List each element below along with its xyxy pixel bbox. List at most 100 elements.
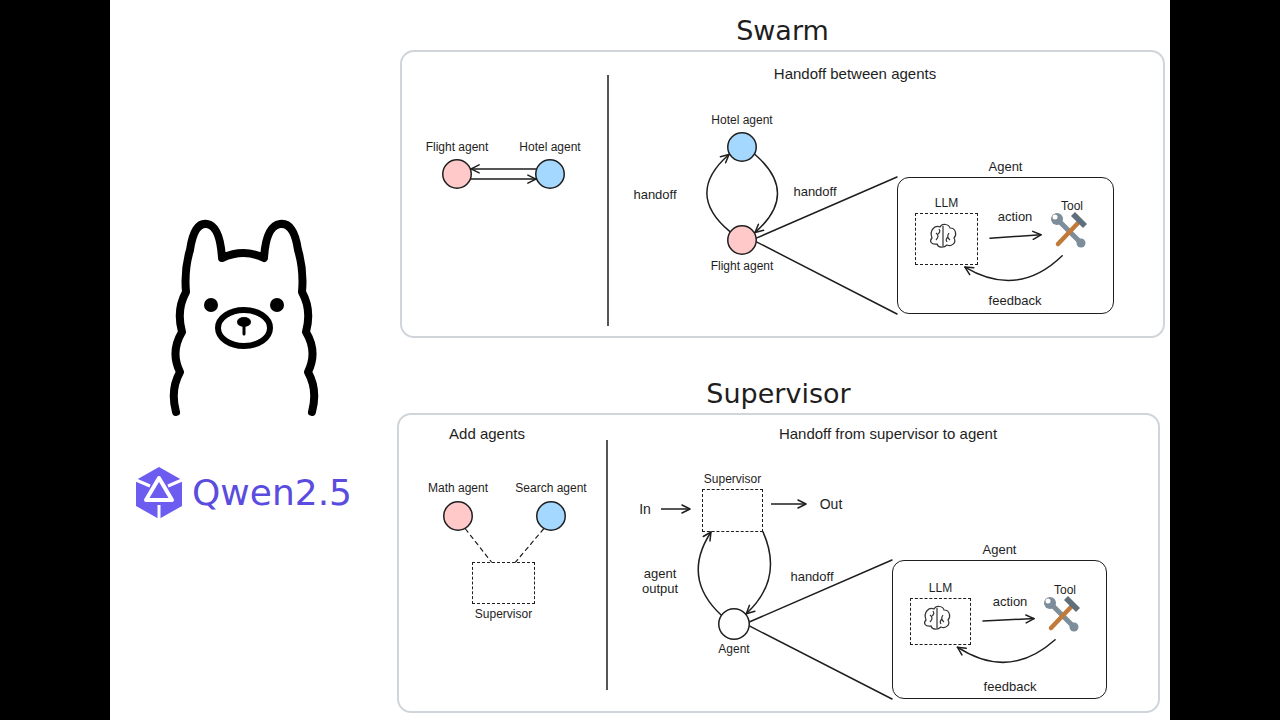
llama-logo <box>174 224 315 412</box>
circle-outline <box>728 133 757 162</box>
edge-label: handoff <box>633 188 676 203</box>
llama-snout <box>218 310 270 346</box>
node-label: LLM <box>929 582 952 596</box>
agent-circle: Hotel agent <box>535 159 565 189</box>
llm-box: Supervisor <box>702 489 763 532</box>
circle-outline <box>536 160 565 189</box>
label-group: Hotel agent <box>519 141 580 155</box>
node-label: Hotel agent <box>711 114 772 128</box>
edge-label: agent output <box>633 567 687 597</box>
hammer-handle <box>1058 223 1078 244</box>
qwen-mark <box>146 478 172 500</box>
label-group: Agent <box>989 160 1023 175</box>
agent-circle: Hotel agent <box>727 132 757 162</box>
node-label: Agent <box>983 543 1017 558</box>
connector <box>990 235 1041 238</box>
circle-shape <box>727 132 757 162</box>
connector <box>471 178 536 180</box>
label-group: Tool <box>1054 584 1076 598</box>
panel-title: Swarm <box>736 15 829 46</box>
output-arrow <box>771 503 806 505</box>
node-label: Tool <box>1061 200 1083 214</box>
section-label: In <box>639 501 651 517</box>
label-group: Swarm <box>736 15 829 46</box>
connector <box>757 242 897 314</box>
wrench-handle <box>1052 605 1073 626</box>
circle-shape <box>718 608 750 640</box>
connector <box>698 532 721 615</box>
divider-line <box>606 440 608 690</box>
section-label: Handoff between agents <box>774 65 936 82</box>
node-label: Supervisor <box>475 608 532 622</box>
circle-shape <box>536 501 566 531</box>
wrench-end <box>1070 623 1079 632</box>
dashed-connector <box>466 529 492 562</box>
wrench-jaw <box>1046 599 1051 604</box>
brain-outline <box>925 606 950 629</box>
label-group: Hotel agent <box>711 114 772 128</box>
node-label: Supervisor <box>704 473 761 487</box>
connector <box>746 532 770 614</box>
llama-nose <box>237 317 251 327</box>
qwen-hexagon <box>136 467 182 519</box>
circle-shape <box>535 159 565 189</box>
llama-outline <box>174 224 315 412</box>
circle-shape <box>727 225 757 255</box>
circle-outline <box>728 226 757 255</box>
tool-node: Tool <box>1053 215 1091 253</box>
llm-box: LLM <box>915 213 978 265</box>
connector <box>965 256 1062 281</box>
llama-eye <box>204 298 218 312</box>
label-group: LLM <box>929 582 952 596</box>
label-group: Math agent <box>428 482 488 496</box>
llama-mouth <box>243 326 246 334</box>
label-group: Tool <box>1061 200 1083 214</box>
edge-label: feedback <box>984 680 1037 695</box>
connector <box>750 560 892 622</box>
side-bar <box>1170 0 1280 720</box>
node-label: Flight agent <box>426 141 489 155</box>
edge-label: feedback <box>989 294 1042 309</box>
node-label: Tool <box>1054 584 1076 598</box>
circle-outline <box>719 609 750 640</box>
label-group: Supervisor <box>475 608 532 622</box>
wrench-head <box>1044 597 1056 609</box>
brain-folds <box>936 226 950 246</box>
tool-node: Tool <box>1046 599 1084 637</box>
node-label: Hotel agent <box>519 141 580 155</box>
agent-box: AgentLLMTool <box>897 177 1114 314</box>
circle-shape <box>442 159 472 189</box>
label-group: Agent <box>718 643 749 657</box>
section-label: Out <box>820 496 843 512</box>
llm-box: LLM <box>910 598 971 645</box>
connector <box>957 640 1055 663</box>
label-group: Supervisor <box>704 473 761 487</box>
connector <box>707 155 730 232</box>
edge-label: action <box>993 595 1028 610</box>
panel-title: Supervisor <box>706 378 850 409</box>
wrench-end <box>1077 239 1086 248</box>
node-label: Search agent <box>515 482 586 496</box>
llm-box: Supervisor <box>472 562 535 604</box>
connector <box>755 155 778 233</box>
edge-label: handoff <box>790 570 833 585</box>
hammer-head <box>1071 212 1087 228</box>
agent-circle: Agent <box>718 608 750 640</box>
divider-line <box>607 75 609 326</box>
connector <box>983 619 1034 621</box>
circle-shape <box>443 501 473 531</box>
agent-circle: Math agent <box>443 501 473 531</box>
node-label: Agent <box>718 643 749 657</box>
section-label: Add agents <box>449 425 525 442</box>
node-label: Agent <box>989 160 1023 175</box>
tool-icon <box>1044 596 1080 632</box>
section-label: Handoff from supervisor to agent <box>779 425 997 442</box>
llama-eye <box>270 298 284 312</box>
wrench-head <box>1051 213 1063 225</box>
edge-label: handoff <box>793 185 836 200</box>
circle-outline <box>537 502 566 531</box>
qwen-mark <box>136 480 182 519</box>
